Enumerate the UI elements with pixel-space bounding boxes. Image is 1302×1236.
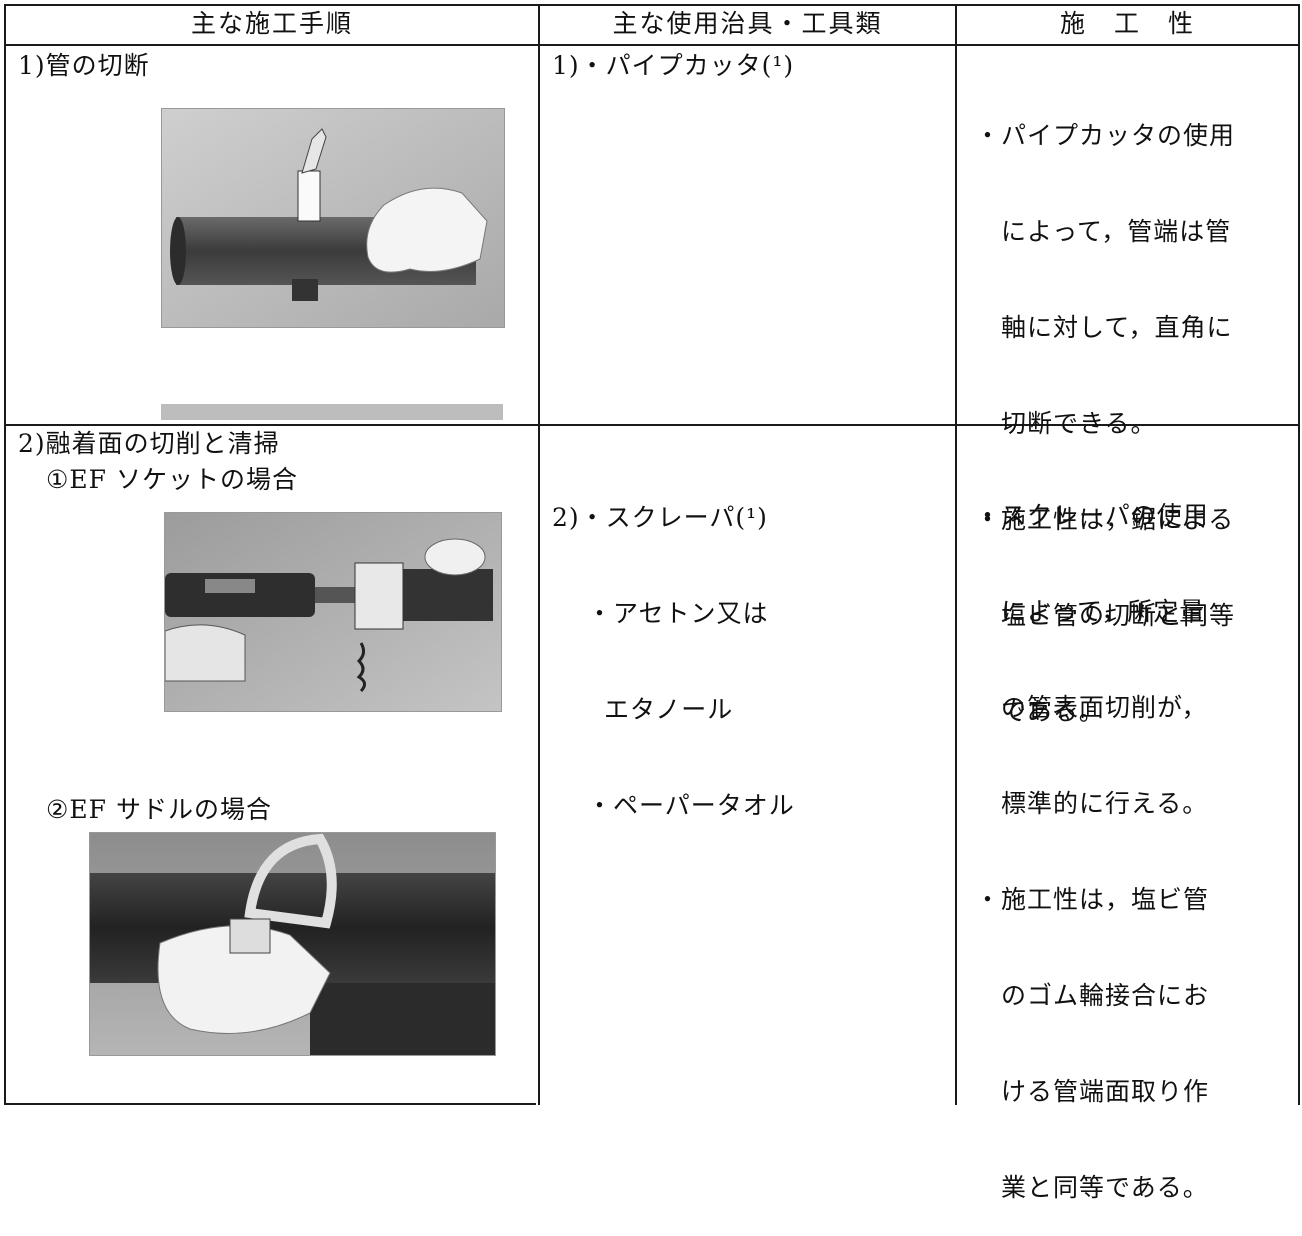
row-divider xyxy=(4,424,1300,426)
step-1-workability: ・パイプカッタの使用 によって，管端は管 軸に対して，直角に 切断できる。 ・施… xyxy=(975,56,1235,760)
pipe-cutting-photo xyxy=(161,108,505,328)
step-1-workability-line: である。 xyxy=(975,697,1105,726)
step-2-workability-line: ・施工性は，塩ビ管 xyxy=(975,885,1210,914)
step-1-workability-line: 切断できる。 xyxy=(975,409,1157,438)
step-1-workability-line: 塩ビ管の切断と同等 xyxy=(975,601,1236,630)
step-2-workability-line: によって，所定量 xyxy=(975,597,1206,626)
step-1-workability-line: ・パイプカッタの使用 xyxy=(975,121,1236,150)
step-2-tools: 2)・スクレーパ(¹) ・アセトン又は エタノール ・ペーパータオル xyxy=(552,438,795,854)
step-1-workability-line: によって，管端は管 xyxy=(975,217,1232,246)
table-right-border xyxy=(1298,4,1300,1105)
step-1-workability-line: 軸に対して，直角に xyxy=(975,313,1233,342)
step-2-workability-line: の管表面切削が， xyxy=(975,693,1208,722)
step-2-tools-line: ・アセトン又は xyxy=(552,599,769,628)
col-divider-2 xyxy=(955,4,957,1105)
header-procedure: 主な施工手順 xyxy=(190,9,353,38)
step-2-workability-line: 業と同等である。 xyxy=(975,1173,1209,1202)
header-workability: 施 工 性 xyxy=(1059,9,1195,38)
step-2-workability-line: 標準的に行える。 xyxy=(975,789,1209,818)
table-bottom-border xyxy=(4,1103,536,1105)
step-1-workability-line: ・施工性は，鋸による xyxy=(975,505,1235,534)
step-2-workability-line: のゴム輪接合にお xyxy=(975,981,1210,1010)
step-2-tools-line: ・ペーパータオル xyxy=(552,791,795,820)
step-1-tools: 1)・パイプカッタ(¹) xyxy=(552,51,795,80)
ef-saddle-scraping-photo xyxy=(89,832,496,1056)
step-1-title: 1)管の切断 xyxy=(18,51,150,80)
step-2-case-ef-socket: ①EF ソケットの場合 xyxy=(46,465,298,494)
step-2-title: 2)融着面の切削と清掃 xyxy=(18,429,280,458)
step-2-tools-line: エタノール xyxy=(552,695,734,724)
pipe-cutting-photo-strip xyxy=(161,404,503,420)
step-2-workability-line: ・スクレーパの使用 xyxy=(975,501,1209,530)
col-divider-1 xyxy=(538,4,540,1105)
step-2-workability-line: ける管端面取り作 xyxy=(975,1077,1210,1106)
header-bottom-border xyxy=(4,44,1300,46)
header-tools: 主な使用治具・工具類 xyxy=(612,9,883,38)
step-2-workability: ・スクレーパの使用 によって，所定量 の管表面切削が， 標準的に行える。 ・施工… xyxy=(975,436,1209,1236)
ef-socket-scraping-photo xyxy=(164,512,502,712)
step-2-tools-line: 2)・スクレーパ(¹) xyxy=(552,503,768,532)
table-left-border xyxy=(4,4,6,1105)
table-top-border xyxy=(4,4,1300,6)
step-2-case-ef-saddle: ②EF サドルの場合 xyxy=(46,795,272,824)
